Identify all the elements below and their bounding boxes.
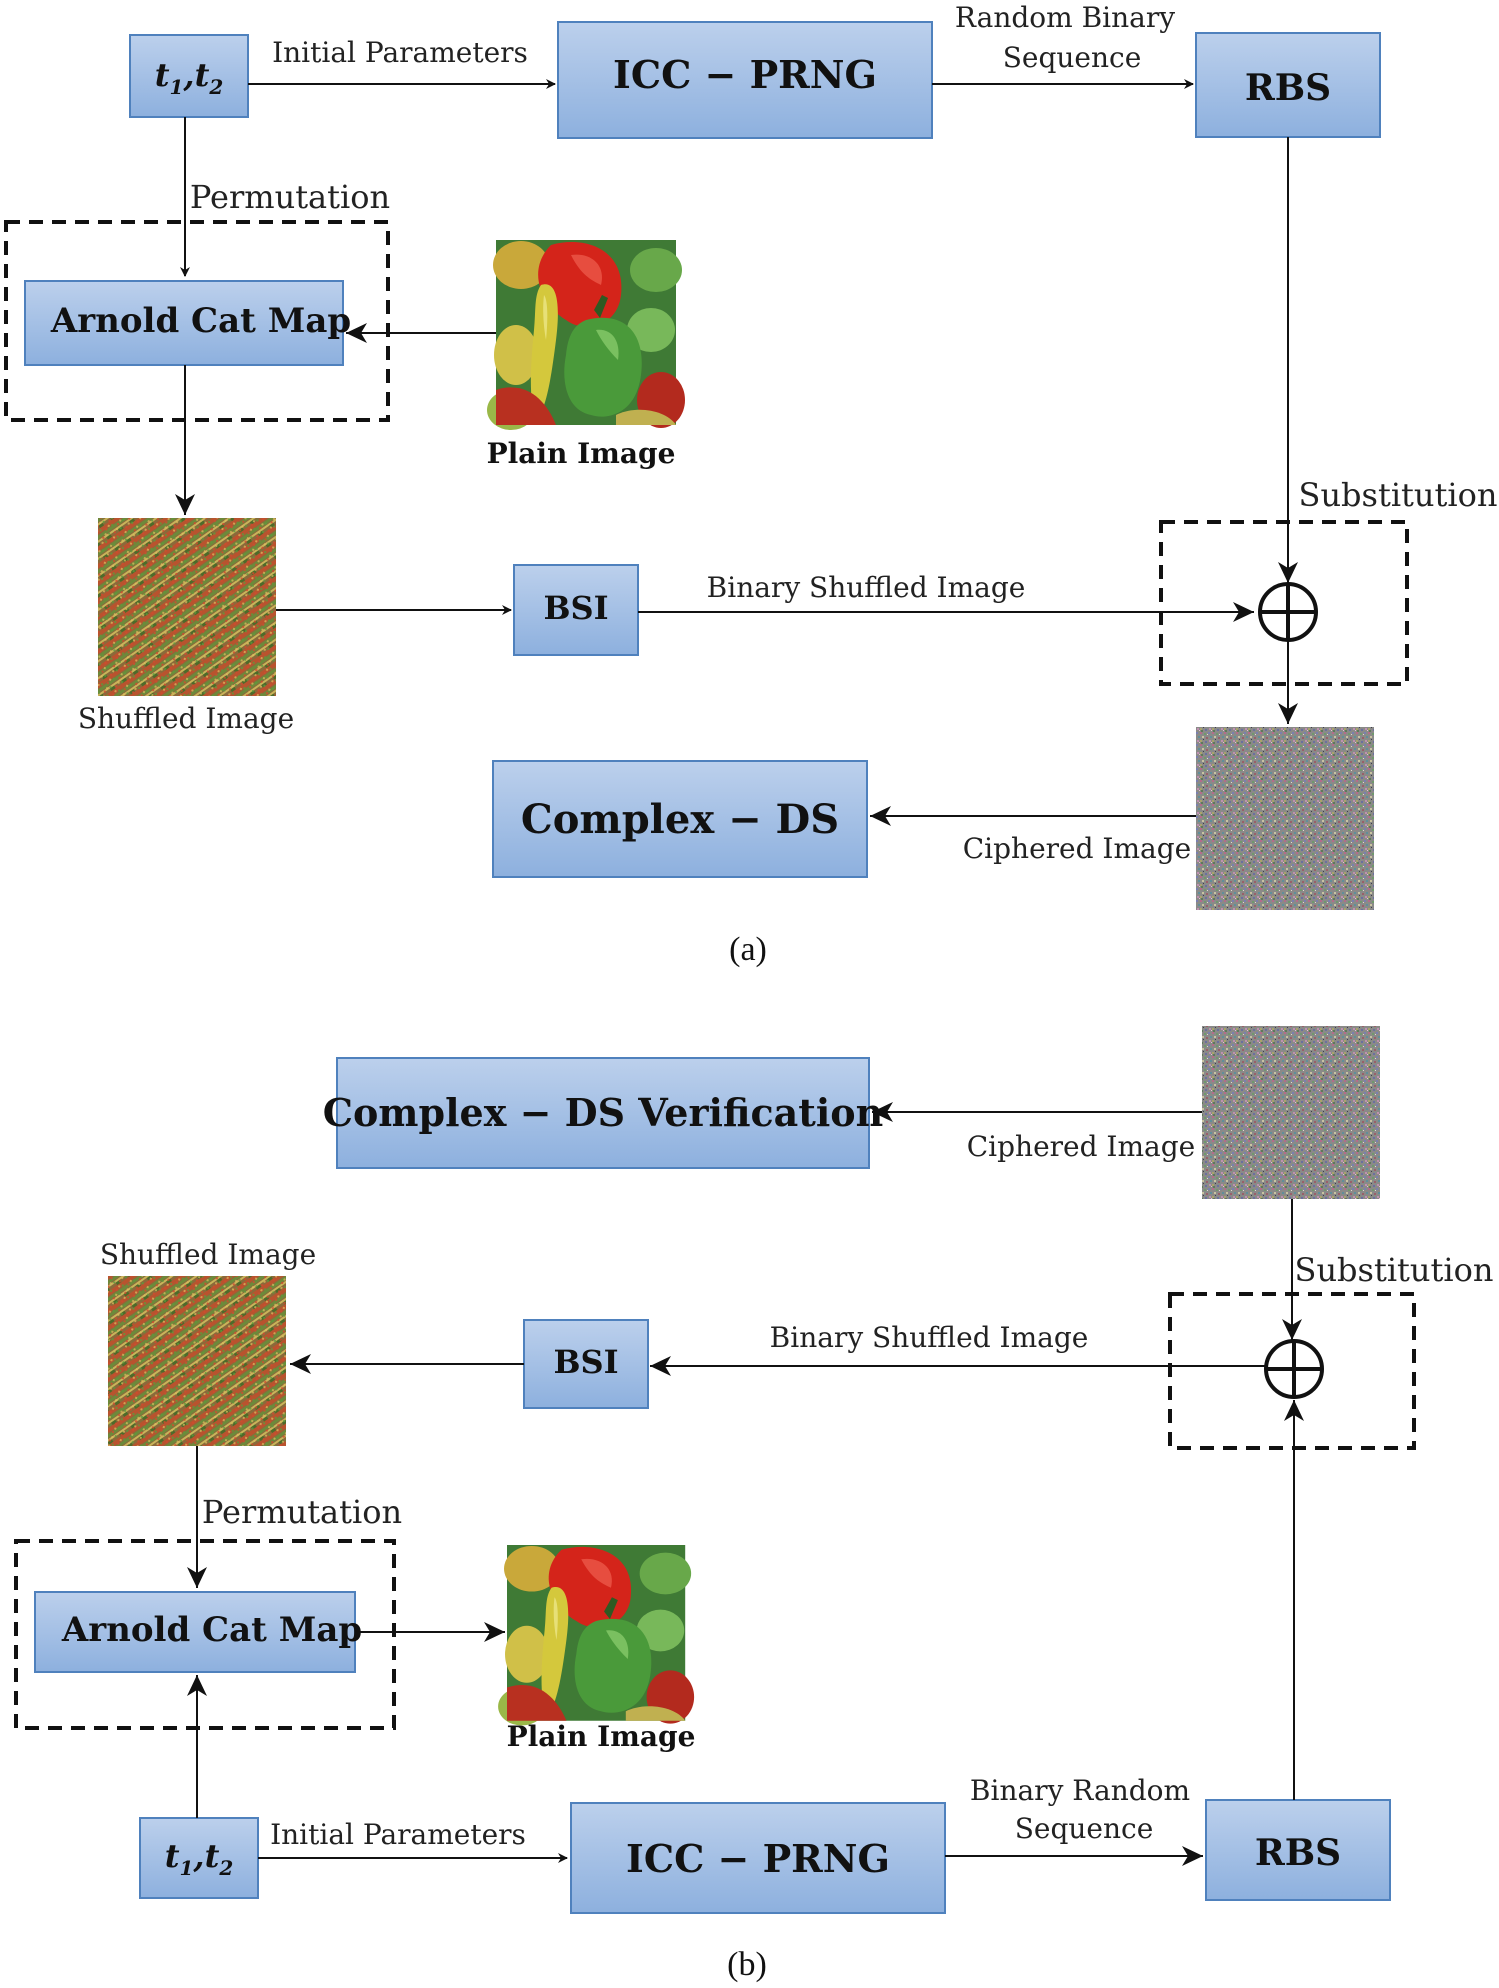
label-substitution-b: Substitution [1295, 1251, 1494, 1289]
shuffled-image-a [98, 518, 276, 696]
label-sequence-b: Sequence [1015, 1812, 1154, 1845]
svg-text:ICC − PRNG: ICC − PRNG [613, 52, 877, 97]
substitution-dashed-frame-a [1159, 520, 1409, 686]
ds-verify-box-b: Complex − DS Verification [323, 1057, 884, 1169]
permutation-dashed-frame-b [14, 1539, 396, 1730]
label-shuffled-image-b: Shuffled Image [100, 1238, 316, 1271]
svg-text:t1,t2: t1,t2 [165, 1837, 234, 1880]
plain-image-a [487, 240, 685, 430]
svg-text:Complex − DS: Complex − DS [521, 796, 839, 843]
svg-text:Arnold Cat Map: Arnold Cat Map [61, 1610, 362, 1650]
substitution-dashed-frame-b [1168, 1292, 1416, 1450]
ds-box-a: Complex − DS [492, 760, 868, 878]
label-permutation-b: Permutation [202, 1493, 402, 1531]
label-binary-random-b: Binary Random [970, 1774, 1190, 1807]
prng-box-a: ICC − PRNG [557, 21, 933, 139]
label-plain-image-a: Plain Image [487, 437, 676, 470]
caption-b: (b) [727, 1946, 767, 1983]
label-substitution-a: Substitution [1299, 476, 1498, 514]
acm-box-a: Arnold Cat Map [24, 280, 351, 366]
params-box-a: t1,t2 [129, 34, 249, 118]
svg-text:BSI: BSI [543, 589, 608, 627]
label-shuffled-image-a: Shuffled Image [78, 702, 294, 735]
panel-a: t1,t2 ICC − PRNG RBS Initial Parameters … [4, 1, 1498, 968]
shuffled-image-b [108, 1276, 286, 1446]
rbs-box-a: RBS [1195, 32, 1381, 138]
ciphered-image-b [1202, 1026, 1380, 1199]
label-ciphered-image-b: Ciphered Image [967, 1130, 1195, 1163]
plain-image-b [498, 1545, 695, 1726]
svg-text:RBS: RBS [1255, 1832, 1341, 1874]
bsi-box-b: BSI [523, 1319, 649, 1409]
label-plain-image-b: Plain Image [507, 1720, 696, 1753]
rbs-box-b: RBS [1205, 1799, 1391, 1901]
svg-text:ICC − PRNG: ICC − PRNG [626, 1836, 890, 1881]
label-random-binary-a: Random Binary [955, 1, 1175, 34]
panel-b: Ciphered Image Complex − DS Verification… [14, 1026, 1494, 1983]
label-binary-shuffled-image-b: Binary Shuffled Image [770, 1321, 1089, 1354]
xor-icon-a [1258, 582, 1318, 642]
svg-text:Complex − DS Verification: Complex − DS Verification [323, 1090, 884, 1135]
params-box-b: t1,t2 [139, 1817, 259, 1899]
label-sequence-a: Sequence [1003, 41, 1142, 74]
label-ciphered-image-a: Ciphered Image [963, 832, 1191, 865]
svg-text:BSI: BSI [553, 1343, 618, 1381]
svg-text:Arnold Cat Map: Arnold Cat Map [50, 301, 351, 341]
caption-a: (a) [729, 931, 767, 968]
acm-box-b: Arnold Cat Map [34, 1591, 362, 1673]
bsi-box-a: BSI [513, 564, 639, 656]
svg-text:t1,t2: t1,t2 [155, 56, 224, 99]
label-binary-shuffled-image-a: Binary Shuffled Image [707, 571, 1026, 604]
label-initial-parameters-a: Initial Parameters [272, 36, 528, 69]
label-initial-parameters-b: Initial Parameters [270, 1818, 526, 1851]
ciphered-image-a [1196, 727, 1374, 910]
svg-text:RBS: RBS [1245, 67, 1331, 109]
prng-box-b: ICC − PRNG [570, 1802, 946, 1914]
xor-icon-b [1264, 1339, 1324, 1399]
permutation-dashed-frame-a [4, 220, 390, 422]
label-permutation-a: Permutation [190, 178, 390, 216]
